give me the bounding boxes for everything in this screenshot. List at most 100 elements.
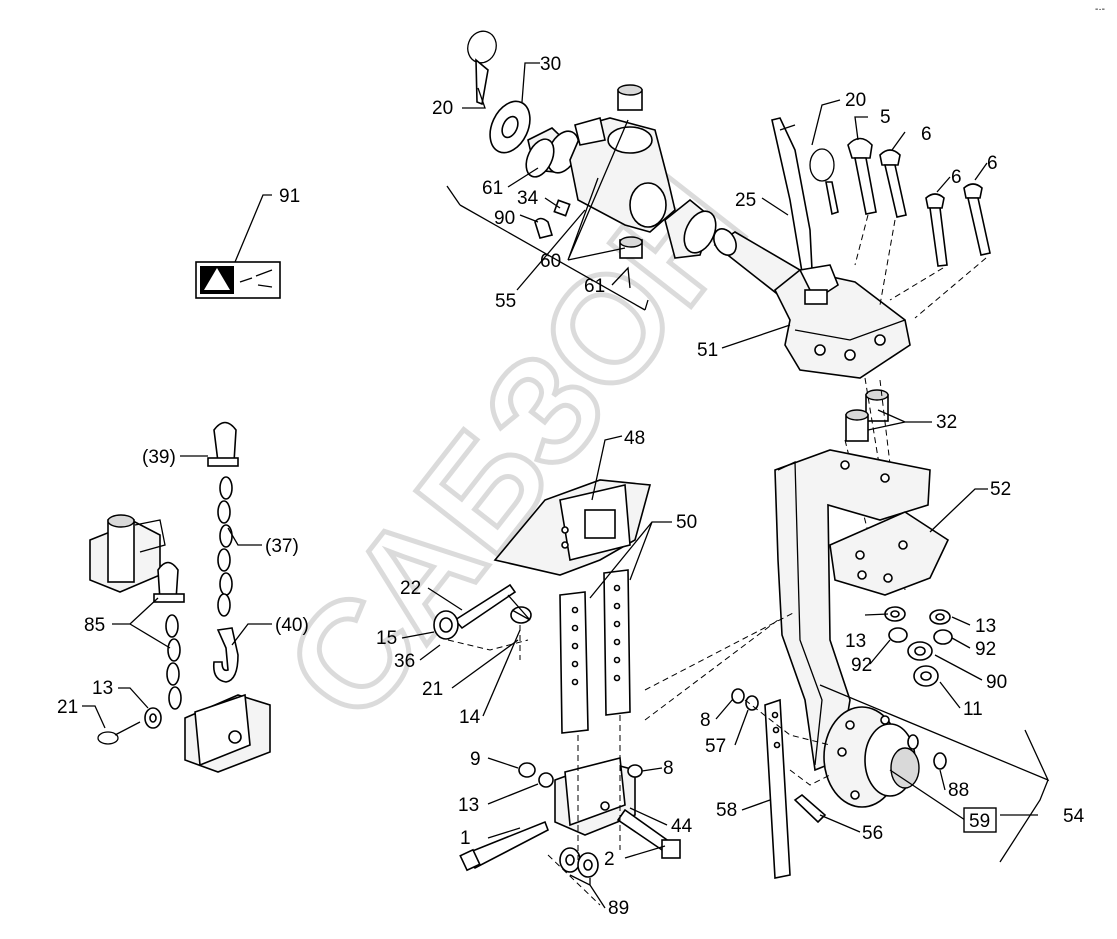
label-57: 57 [705,736,726,757]
bolt-6b [925,193,948,267]
ring-pin-20-right [809,148,839,216]
bolt-1 [459,820,549,872]
label-22: 22 [400,578,421,599]
label-39: (39) [142,447,176,468]
cap-61-top [617,84,643,111]
plate-52 [829,511,950,596]
label-15: 15 [376,628,397,649]
clevis-48 [493,479,652,576]
bolt-5 [847,137,877,215]
leader-lines [82,62,1050,909]
callout-labels: 20 30 61 34 90 60 61 55 20 5 6 6 6 25 51… [57,54,1085,919]
bolt-56 [793,793,827,824]
nut-9 [518,762,536,778]
label-92a: 92 [851,655,872,676]
label-13c: 13 [975,616,996,637]
pin-22 [453,583,517,630]
label-2: 2 [604,849,615,870]
label-32: 32 [936,412,957,433]
plate-50a [559,591,589,734]
label-9: 9 [470,749,481,770]
label-56: 56 [862,823,883,844]
label-20b: 20 [845,90,866,111]
label-6a: 6 [921,124,932,145]
label-40: (40) [275,615,309,636]
bush-60 [664,198,717,259]
washer-90-r [907,641,933,661]
label-6b: 6 [951,167,962,188]
label-61a: 61 [482,178,503,199]
label-55: 55 [495,291,516,312]
hitch-housing-55 [569,117,676,233]
label-44: 44 [671,816,693,837]
label-50: 50 [676,512,697,533]
label-6c: 6 [987,153,998,174]
label-30: 30 [540,54,561,75]
washer-57 [745,695,759,711]
bolt-2 [616,808,681,859]
hook-40 [212,627,239,683]
label-59-box [963,807,997,833]
nut-88 [933,752,947,770]
nut-92-r2 [933,629,953,645]
washer-13 [144,707,162,729]
bolt-6a [879,149,907,218]
chain-85 [165,614,182,710]
label-58: 58 [716,800,737,821]
lever-25 [771,117,813,273]
ring-15 [433,610,459,640]
label-54: 54 [1063,806,1085,827]
label-89: 89 [608,898,629,919]
plate-50b [603,569,631,716]
shackle-85 [153,561,185,603]
nut-8-center [627,764,643,778]
washer-13-center [538,772,554,788]
corner-mark: -·- [1095,4,1105,15]
label-21b: 21 [422,679,443,700]
pin-21 [97,721,141,745]
bolt-6c [963,183,991,256]
label-52: 52 [990,479,1011,500]
label-14: 14 [459,707,481,728]
label-13a: 13 [92,678,113,699]
washers-89 [559,847,599,878]
label-60: 60 [540,251,561,272]
label-34: 34 [517,188,539,209]
label-11: 11 [963,699,983,720]
label-21a: 21 [57,697,78,718]
label-36: 36 [394,651,415,672]
label-48: 48 [624,428,645,449]
label-92b: 92 [975,639,996,660]
washer-13-r2 [929,609,951,625]
label-13b: 13 [845,631,866,652]
label-25: 25 [735,190,756,211]
label-90a: 90 [494,208,515,229]
nut-92-r1 [888,627,908,643]
ring-pin-20 [467,30,497,106]
label-20a: 20 [432,98,453,119]
label-90b: 90 [986,672,1007,693]
label-85: 85 [84,615,105,636]
label-61b: 61 [584,276,605,297]
label-88: 88 [948,780,969,801]
hitch-body-51 [773,264,911,379]
label-37: (37) [265,536,299,557]
shackle-39 [207,421,239,467]
bracket-clamp [184,693,271,773]
label-59: 59 [969,811,990,832]
label-13d: 13 [458,795,479,816]
hub-59 [823,706,920,808]
washer-13-r1 [884,606,906,622]
label-1: 1 [460,828,471,849]
frame-54 [774,449,931,772]
label-5: 5 [880,107,891,128]
nut-88b [907,734,919,750]
label-91: 91 [279,186,300,207]
bracket-44 [554,756,636,836]
flat-bar-58 [764,698,791,879]
spacers-32 [845,389,889,442]
warning-decal-91 [195,261,281,299]
chain-37 [217,476,233,617]
nut-11-r [913,665,939,687]
